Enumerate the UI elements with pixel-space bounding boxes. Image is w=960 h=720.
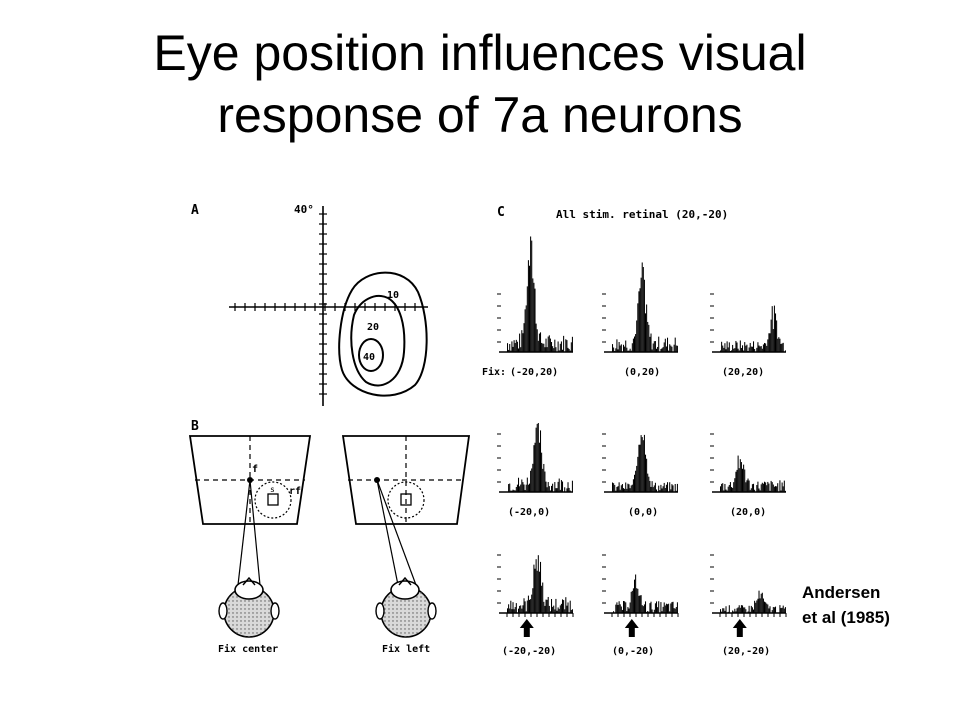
label-r0-c2: (20,20) [722,367,764,378]
histogram-0 [497,236,573,353]
caption-fix-left: Fix left [382,643,430,655]
slide-title: Eye position influences visual response … [0,22,960,146]
panel-a-ticks [234,213,416,395]
histograms [497,236,787,637]
label-r1-c1: (0,0) [628,507,658,518]
fixation-point-left [247,477,253,483]
citation-line-1: Andersen [802,583,881,602]
histogram-4 [602,433,678,493]
contour-label-20: 20 [367,322,379,333]
contour-middle [350,295,406,387]
head-left [218,576,280,638]
panel-c-header: All stim. retinal (20,-20) [556,208,728,221]
label-r2-c0: (-20,-20) [502,646,556,657]
histogram-5 [710,433,786,493]
stimulus-onset-arrow-icon [624,619,639,637]
stimulus-onset-arrow-icon [519,619,534,637]
fixation-point-right [374,477,380,483]
contour-outer [338,271,428,397]
fixation-label: f [252,464,258,475]
panel-a-label: A [191,203,199,218]
label-r2-c1: (0,-20) [612,646,654,657]
label-r1-c0: (-20,0) [508,507,550,518]
label-r0-c1: (0,20) [624,367,660,378]
panel-a-contours [338,271,428,397]
stimulus-onset-arrow-icon [732,619,747,637]
citation-line-2: et al (1985) [802,608,890,627]
slide-title-line-1: Eye position influences visual [153,25,807,81]
histogram-7 [602,554,679,637]
label-r0-c0: (-20,20) [510,367,558,378]
histogram-8 [710,554,787,637]
panel-c: C All stim. retinal (20,-20) Fix: (-20,2… [482,205,787,657]
histogram-2 [710,293,786,353]
panel-a-axis-label: 40° [294,203,314,216]
contour-label-40: 40 [363,352,375,363]
contour-label-10: 10 [387,290,399,301]
label-r2-c2: (20,-20) [722,646,770,657]
panel-c-label: C [497,205,505,220]
rf-label: rf [289,486,301,497]
histogram-3 [497,422,573,493]
label-r1-c2: (20,0) [730,507,766,518]
stimulus-mark: s [270,485,275,494]
contour-inner [358,338,384,372]
histogram-1 [602,262,678,353]
slide-title-line-2: response of 7a neurons [217,87,743,143]
screen-left [188,435,312,586]
histogram-6 [497,554,574,637]
screen-right [341,435,471,586]
panel-b-label: B [191,419,199,434]
citation: Andersen et al (1985) [802,580,890,630]
panel-a: A 40° 10 20 40 [191,203,428,406]
fix-prefix: Fix: [482,366,506,378]
panel-a-axes [229,206,428,406]
head-right [375,576,437,638]
caption-fix-center: Fix center [218,643,278,655]
panel-b: B f rf s [188,419,471,655]
